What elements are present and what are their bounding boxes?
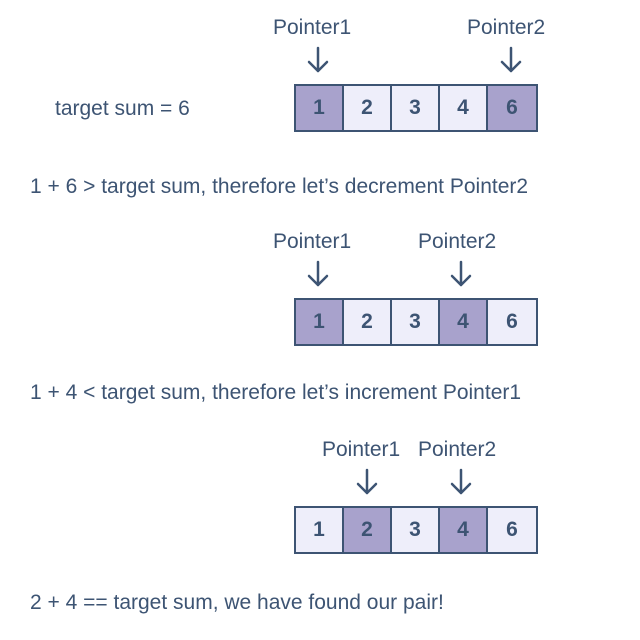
step-caption: 1 + 4 < target sum, therefore let’s incr… (30, 381, 522, 404)
pointer2-arrow-icon (499, 46, 523, 74)
array-cell: 2 (344, 86, 392, 130)
array-cell: 4 (440, 86, 488, 130)
pointer1-label: Pointer1 (273, 230, 352, 253)
step-caption: 2 + 4 == target sum, we have found our p… (30, 591, 444, 614)
pointer2-label: Pointer2 (418, 230, 497, 253)
array-cell: 4 (440, 508, 488, 552)
array: 1 2 3 4 6 (294, 506, 538, 554)
pointer1-label: Pointer1 (322, 438, 401, 461)
pointer1-label: Pointer1 (273, 16, 352, 39)
pointer1-arrow-icon (306, 260, 330, 288)
pointer2-label: Pointer2 (467, 16, 546, 39)
array-cell: 2 (344, 508, 392, 552)
array-cell: 3 (392, 86, 440, 130)
pointer1-arrow-icon (306, 46, 330, 74)
array: 1 2 3 4 6 (294, 84, 538, 132)
array-cell: 3 (392, 508, 440, 552)
array: 1 2 3 4 6 (294, 298, 538, 346)
array-cell: 6 (488, 300, 536, 344)
target-sum-label: target sum = 6 (55, 97, 190, 120)
pointer1-arrow-icon (355, 468, 379, 496)
array-cell: 6 (488, 86, 536, 130)
pointer2-label: Pointer2 (418, 438, 497, 461)
array-cell: 1 (296, 508, 344, 552)
array-cell: 6 (488, 508, 536, 552)
step-caption: 1 + 6 > target sum, therefore let’s decr… (30, 175, 529, 198)
pointer2-arrow-icon (449, 468, 473, 496)
array-cell: 4 (440, 300, 488, 344)
pointer2-arrow-icon (449, 260, 473, 288)
array-cell: 1 (296, 300, 344, 344)
array-cell: 3 (392, 300, 440, 344)
array-cell: 2 (344, 300, 392, 344)
array-cell: 1 (296, 86, 344, 130)
